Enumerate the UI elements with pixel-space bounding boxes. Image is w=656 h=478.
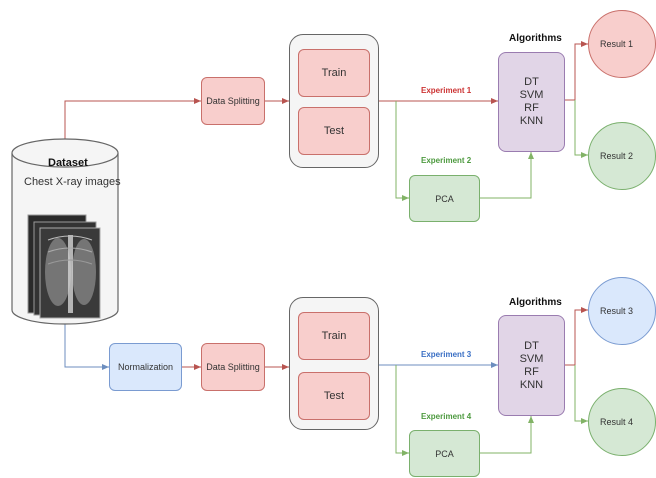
train-box-top: Train [298, 49, 370, 97]
algorithms-title-bottom: Algorithms [509, 297, 562, 308]
dataset-title: Dataset [48, 157, 88, 169]
algorithm-item: RF [524, 102, 539, 114]
result-1-circle: Result 1 [588, 10, 656, 78]
algorithm-item: DT [524, 76, 539, 88]
edge-dataset-to-splitting-top [64, 98, 201, 150]
edge-algorithms-to-result4 [574, 365, 588, 424]
dataset-subtitle: Chest X-ray images [24, 176, 121, 188]
algorithm-item: KNN [519, 378, 544, 391]
edge-algorithms-to-result2 [574, 100, 588, 158]
experiment-4-label: Experiment 4 [421, 412, 472, 421]
algorithm-item: DT [524, 339, 539, 352]
result-4-circle: Result 4 [588, 388, 656, 456]
edge-layer [11, 41, 588, 456]
experiment-1-label: Experiment 1 [421, 86, 472, 95]
algorithm-item: KNN [519, 115, 544, 127]
pipeline-diagram: Dataset Chest X-ray images Data Splittin… [11, 10, 656, 477]
edge-dataset-to-normalization [64, 320, 109, 370]
normalization-box: Normalization [109, 343, 182, 391]
edge-group-to-pca-top [395, 101, 409, 201]
data-splitting-bottom: Data Splitting [201, 343, 265, 391]
algorithms-title-top: Algorithms [509, 33, 562, 44]
algorithm-item: RF [524, 365, 539, 378]
train-box-bottom: Train [298, 312, 370, 360]
xray-image-stack [27, 214, 101, 319]
experiment-3-label: Experiment 3 [421, 350, 472, 359]
data-splitting-top: Data Splitting [201, 77, 265, 125]
algorithms-box-bottom: DT SVM RF KNN [498, 315, 565, 416]
result-2-circle: Result 2 [588, 122, 656, 190]
edge-group-to-pca-bottom [395, 365, 409, 456]
experiment-2-label: Experiment 2 [421, 156, 472, 165]
result-3-circle: Result 3 [588, 277, 656, 345]
algorithm-item: SVM [519, 352, 544, 365]
test-box-bottom: Test [298, 372, 370, 420]
algorithm-item: SVM [519, 89, 544, 101]
edge-algorithms-to-result3 [565, 307, 588, 366]
pca-box-top: PCA [409, 175, 480, 222]
edge-pca-to-algorithms-bottom [480, 416, 534, 454]
algorithms-box-top: DT SVM RF KNN [498, 52, 565, 152]
test-box-top: Test [298, 107, 370, 155]
edge-algorithms-to-result1 [565, 41, 588, 101]
pca-box-bottom: PCA [409, 430, 480, 477]
edge-pca-to-algorithms-top [480, 152, 534, 199]
